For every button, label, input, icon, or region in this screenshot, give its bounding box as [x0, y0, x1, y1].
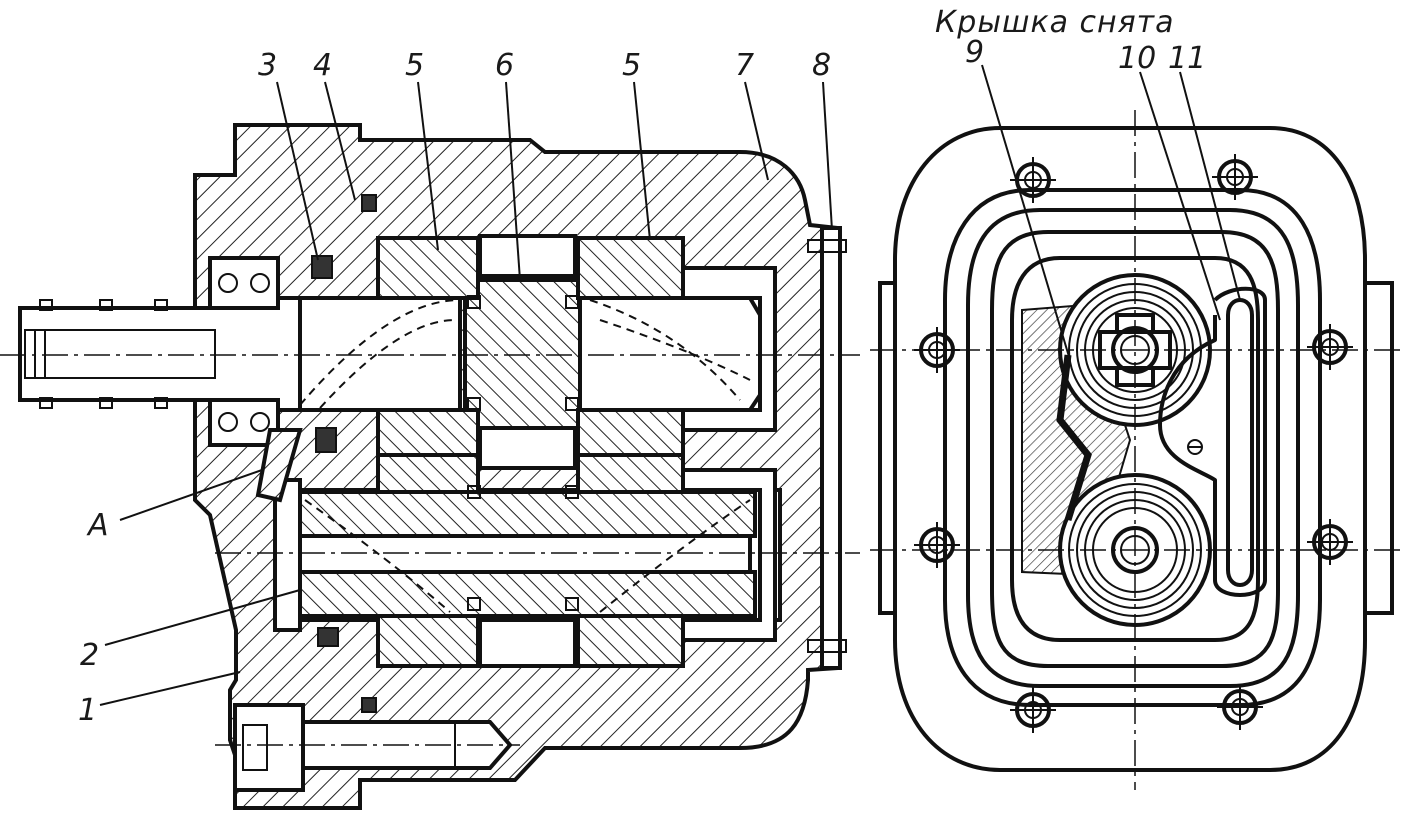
- callout-6: 6: [495, 48, 514, 83]
- cover-plate: [820, 226, 842, 670]
- callout-11: 11: [1168, 41, 1206, 76]
- callout-5-right: 5: [622, 48, 641, 83]
- relief-channel: [1158, 286, 1267, 597]
- bolt-hole: [1212, 154, 1258, 200]
- bolt-hole: [1307, 519, 1353, 565]
- bolt-hole: [914, 522, 960, 568]
- bolt-hole: [1217, 684, 1263, 730]
- callout-4: 4: [313, 48, 332, 83]
- callout-10: 10: [1118, 41, 1156, 76]
- pressure-slot: [1226, 298, 1254, 587]
- bushing-5-left-upper: [376, 236, 480, 300]
- drive-shaft: [18, 296, 302, 412]
- bushing-5-right-upper: [576, 236, 685, 300]
- lower-gear: [298, 490, 757, 538]
- callout-A: A: [86, 508, 109, 543]
- callout-3: 3: [258, 48, 277, 83]
- sealing-wire: [1056, 354, 1092, 522]
- bolt-hole: [1307, 324, 1353, 370]
- pump-end-view: [870, 110, 1400, 790]
- seal-3: [311, 255, 333, 279]
- callout-8: 8: [812, 48, 831, 83]
- caption-cover-removed: Крышка снята: [935, 5, 1175, 40]
- pump-section-view: [0, 123, 860, 810]
- upper-gear-bore: [298, 296, 462, 412]
- leader-lines: [99, 64, 1241, 706]
- bolt: [233, 703, 305, 792]
- callout-2: 2: [80, 638, 99, 673]
- bolt-hole: [1010, 687, 1056, 733]
- callout-7: 7: [735, 48, 754, 83]
- callout-9: 9: [965, 35, 984, 70]
- ball-bearing: [208, 256, 280, 310]
- callout-1: 1: [78, 693, 97, 728]
- callout-5-left: 5: [405, 48, 424, 83]
